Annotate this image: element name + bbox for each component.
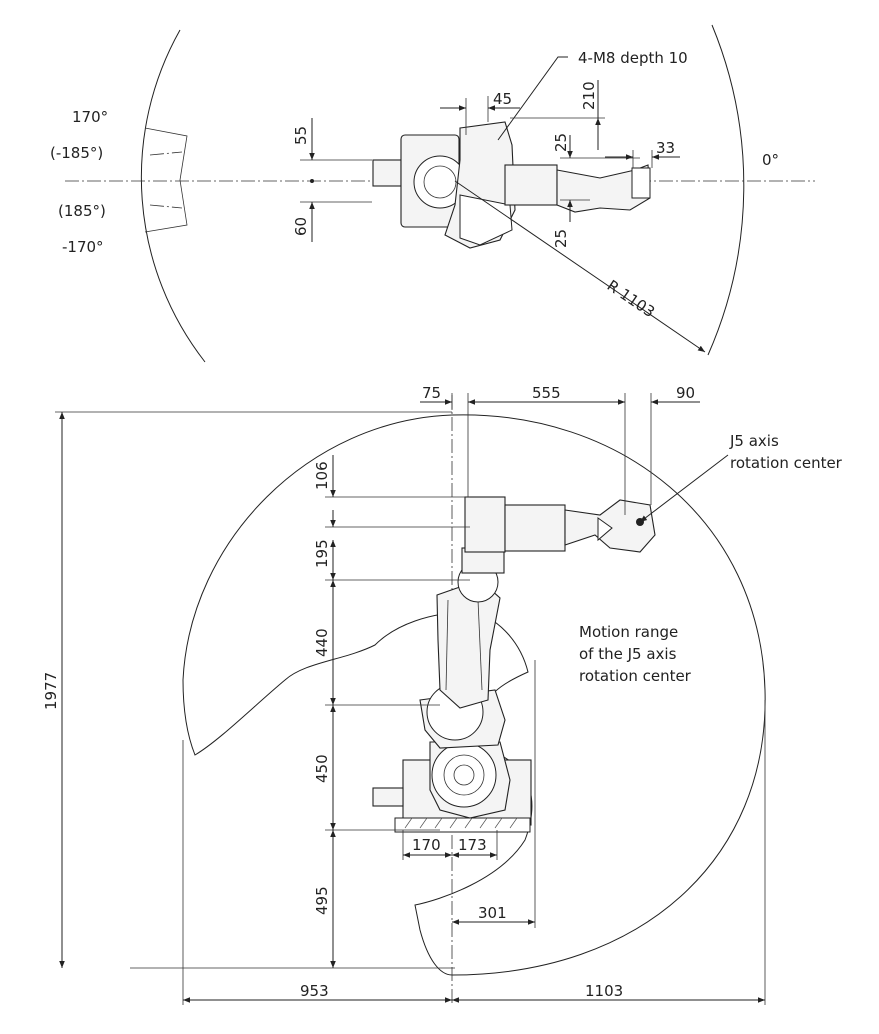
dim-1977: 1977	[42, 672, 60, 710]
dim-60: 60	[292, 217, 310, 236]
dim-1103: 1103	[585, 982, 623, 1000]
dim-75: 75	[422, 384, 441, 402]
dim-33: 33	[656, 139, 675, 157]
dim-495: 495	[313, 886, 331, 915]
top-view: 170° (-185°) (185°) -170° 0° 4-M8 depth …	[50, 24, 815, 363]
dim-195: 195	[313, 539, 331, 568]
dim-301: 301	[478, 904, 507, 922]
motion-label-line3: rotation center	[579, 667, 692, 685]
dim-45: 45	[493, 90, 512, 108]
motion-label-line2: of the J5 axis	[579, 645, 677, 663]
dim-25-bottom: 25	[552, 229, 570, 248]
dim-555: 555	[532, 384, 561, 402]
angle-185: (185°)	[58, 202, 106, 220]
top-range-arc-right	[707, 24, 745, 356]
top-radius-line	[454, 180, 706, 353]
top-stopper-zone	[144, 127, 188, 233]
top-robot-body	[372, 121, 651, 249]
dim-450: 450	[313, 754, 331, 783]
holes-note: 4-M8 depth 10	[578, 49, 688, 67]
side-view: 75 555 90 J5 axis rotation center Motion…	[42, 384, 843, 1005]
angle-neg170: -170°	[62, 238, 104, 256]
dim-210: 210	[580, 81, 598, 110]
angle-0: 0°	[762, 151, 779, 169]
angle-neg185: (-185°)	[50, 144, 103, 162]
dim-170: 170	[412, 836, 441, 854]
j5-label-line1: J5 axis	[729, 432, 779, 450]
j5-label-line2: rotation center	[730, 454, 843, 472]
dim-440: 440	[313, 628, 331, 657]
dim-90: 90	[676, 384, 695, 402]
dim-173: 173	[458, 836, 487, 854]
dim-106: 106	[313, 461, 331, 490]
dim-953: 953	[300, 982, 329, 1000]
angle-170: 170°	[72, 108, 108, 126]
dim-55: 55	[292, 126, 310, 145]
dim-25-top: 25	[552, 133, 570, 152]
top-range-arc-left	[140, 29, 206, 363]
motion-label-line1: Motion range	[579, 623, 678, 641]
dim-radius: R 1103	[604, 276, 658, 321]
side-robot-body	[372, 496, 656, 833]
